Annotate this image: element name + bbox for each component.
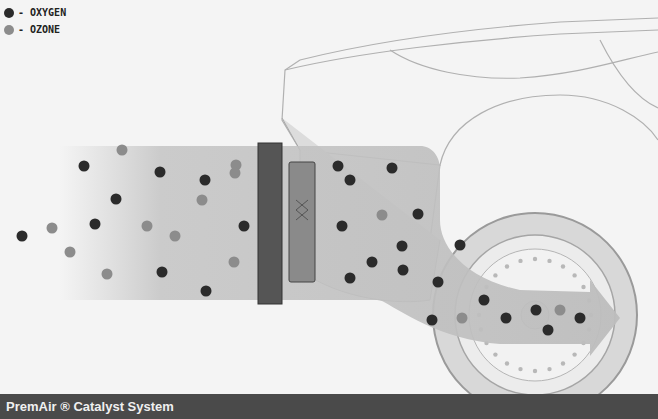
caption-bar: PremAir ® Catalyst System — [0, 394, 658, 419]
legend-text: - OZONE — [18, 24, 60, 35]
legend-swatch — [4, 25, 14, 35]
airflow-arrow — [60, 146, 620, 356]
legend: - OXYGEN - OZONE — [4, 4, 66, 38]
legend-text: - OXYGEN — [18, 7, 66, 18]
legend-row: - OXYGEN — [4, 4, 66, 21]
catalyst-radiator — [258, 143, 282, 304]
catalyst-core — [289, 162, 315, 282]
legend-row: - OZONE — [4, 21, 66, 38]
catalyst-mark — [296, 200, 308, 220]
caption: PremAir ® Catalyst System — [0, 394, 658, 419]
legend-swatch — [4, 8, 14, 18]
molecules — [17, 145, 586, 336]
